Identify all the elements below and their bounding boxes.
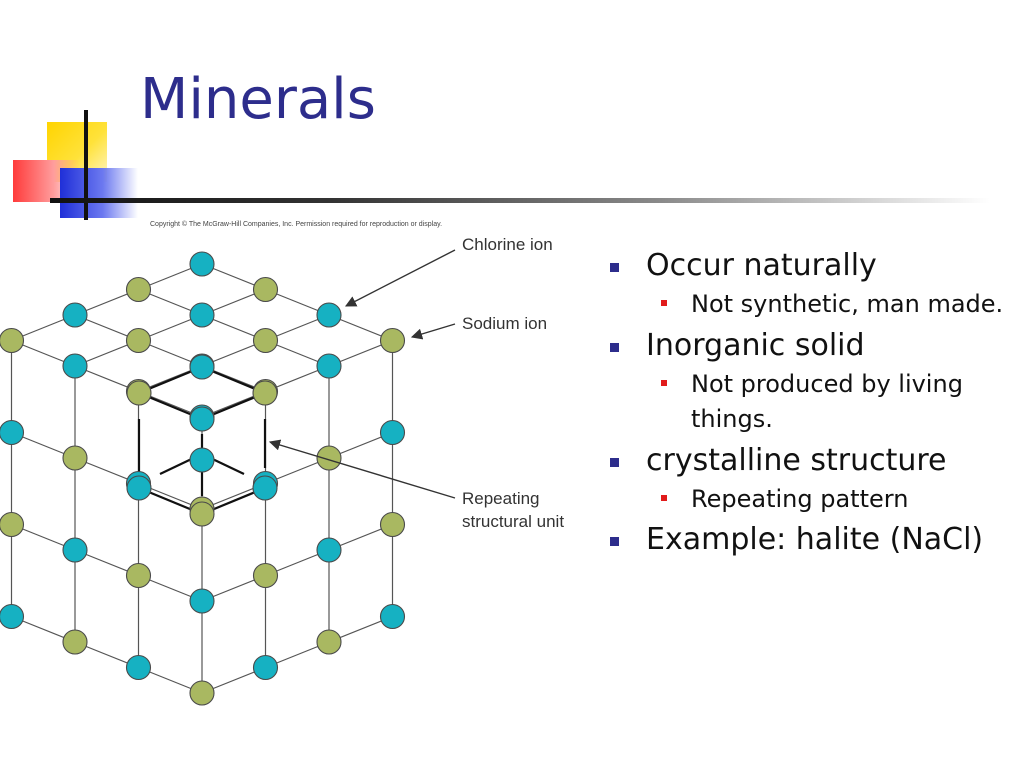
sodium-ion-arrow [410, 323, 456, 340]
sub-bullet-item: Repeating pattern [646, 482, 1012, 517]
chlorine-ion [0, 419, 25, 446]
bullet-text: Inorganic solid [646, 327, 865, 363]
chlorine-ion [189, 251, 215, 277]
chlorine-ion [316, 302, 342, 328]
chlorine-ion [126, 475, 152, 501]
sub-bullet-list: Not synthetic, man made. [646, 287, 1012, 322]
repeating-unit-arrow [268, 439, 456, 499]
sodium-ion [379, 327, 406, 354]
chlorine-ion [62, 302, 88, 328]
sub-bullet-item: Not synthetic, man made. [646, 287, 1012, 322]
sodium-ion [125, 562, 152, 589]
sodium-ion [62, 445, 88, 471]
sub-bullet-list: Repeating pattern [646, 482, 1012, 517]
chlorine-ion [379, 603, 406, 630]
repeating-unit-label-line1: Repeating [462, 489, 540, 508]
chlorine-ion [189, 588, 215, 614]
diagram-callouts: Chlorine ion Sodium ion Repeating struct… [268, 235, 564, 531]
chlorine-ion [252, 475, 278, 501]
sub-bullet-list: Not produced by living things. [646, 367, 1012, 437]
chlorine-ion [316, 353, 342, 379]
chlorine-ion [189, 406, 215, 432]
sodium-ion-label: Sodium ion [462, 314, 547, 333]
sodium-ion [252, 380, 278, 406]
title-underline [50, 198, 990, 203]
sodium-ion [189, 501, 215, 527]
chlorine-ion [252, 654, 279, 681]
chlorine-ion [189, 302, 215, 328]
bullet-item: Example: halite (NaCl) [607, 522, 1012, 557]
chlorine-ion-label: Chlorine ion [462, 235, 553, 254]
repeating-unit-label-line2: structural unit [462, 512, 564, 531]
lattice-ions [0, 251, 406, 706]
chlorine-ion [125, 654, 152, 681]
bullet-text: Example: halite (NaCl) [646, 522, 984, 558]
chlorine-ion [379, 419, 406, 446]
chlorine-ion [316, 537, 342, 563]
decor-blue-square [60, 168, 138, 218]
decor-vertical-line [84, 110, 88, 220]
sodium-ion [252, 562, 279, 589]
sodium-ion [379, 511, 406, 538]
sodium-ion [252, 276, 279, 303]
sub-bullet-item: Not produced by living things. [646, 367, 1012, 437]
bullet-text: crystalline structure [646, 442, 947, 478]
sodium-ion [0, 511, 25, 538]
nacl-lattice-diagram: Chlorine ion Sodium ion Repeating struct… [0, 235, 564, 706]
sodium-ion [252, 327, 279, 354]
sodium-ion [125, 327, 152, 354]
chlorine-ion [62, 537, 88, 563]
chlorine-ion [62, 353, 88, 379]
sodium-ion [316, 629, 342, 655]
sodium-ion [189, 680, 215, 706]
copyright-notice: Copyright © The McGraw-Hill Companies, I… [150, 221, 443, 228]
sodium-ion [125, 276, 152, 303]
sodium-ion [0, 327, 25, 354]
chlorine-ion [0, 603, 25, 630]
sodium-ion [126, 380, 152, 406]
slide-title: Minerals [140, 67, 376, 132]
chlorine-ion [189, 354, 215, 380]
sodium-ion [316, 445, 342, 471]
chlorine-ion-arrow [345, 249, 456, 307]
chlorine-ion [189, 447, 215, 473]
bullet-text: Occur naturally [646, 248, 877, 283]
sodium-ion [62, 629, 88, 655]
repeating-unit-outline [137, 365, 267, 516]
